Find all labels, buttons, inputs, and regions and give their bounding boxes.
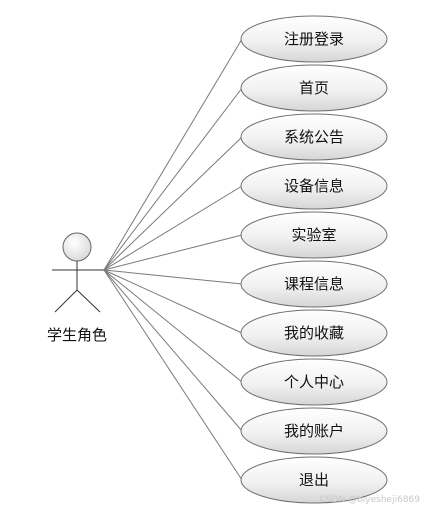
actor-left-leg xyxy=(54,289,78,313)
use-case: 我的收藏 xyxy=(240,309,388,357)
use-case-ellipse xyxy=(240,113,388,161)
association-line xyxy=(103,185,243,271)
association-line xyxy=(103,269,243,285)
association-line xyxy=(103,269,243,334)
use-case-label: 个人中心 xyxy=(284,373,344,391)
use-case-ellipse xyxy=(240,407,388,455)
use-case: 我的账户 xyxy=(240,407,388,455)
use-case-label: 实验室 xyxy=(291,226,336,244)
use-case-label: 首页 xyxy=(299,79,329,97)
association-line xyxy=(103,87,243,271)
association-line xyxy=(103,269,243,481)
use-case: 个人中心 xyxy=(240,358,388,406)
use-case: 系统公告 xyxy=(240,113,388,161)
use-case-ellipse xyxy=(240,211,388,259)
use-case: 设备信息 xyxy=(240,162,388,210)
actor-right-leg xyxy=(76,289,101,313)
use-case-label: 课程信息 xyxy=(284,275,344,293)
use-case: 退出 xyxy=(240,456,388,504)
use-case-label: 系统公告 xyxy=(284,128,344,146)
use-case-ellipse xyxy=(240,309,388,357)
use-case-label: 我的收藏 xyxy=(284,324,344,342)
association-line xyxy=(103,136,243,271)
use-case: 注册登录 xyxy=(240,15,388,63)
use-case-ellipse xyxy=(240,15,388,63)
use-case: 实验室 xyxy=(240,211,388,259)
use-case: 课程信息 xyxy=(240,260,388,308)
actor-head xyxy=(62,232,92,262)
actor-student: 学生角色 xyxy=(47,232,107,344)
use-case-label: 退出 xyxy=(299,471,329,489)
use-case-ellipse xyxy=(240,358,388,406)
association-line xyxy=(103,269,243,383)
use-case-label: 注册登录 xyxy=(284,30,344,48)
use-case: 首页 xyxy=(240,64,388,112)
use-case-label: 设备信息 xyxy=(284,177,344,195)
use-case-ellipse xyxy=(240,162,388,210)
use-case-ellipse xyxy=(240,64,388,112)
use-case-ellipse xyxy=(240,260,388,308)
association-lines xyxy=(103,38,243,481)
association-line xyxy=(103,234,243,271)
use-case-label: 我的账户 xyxy=(284,422,344,440)
association-line xyxy=(103,269,243,432)
association-line xyxy=(103,38,243,271)
watermark: CSDN @biyesheji6869 xyxy=(320,495,421,505)
use-case-ellipse xyxy=(240,456,388,504)
actor-label: 学生角色 xyxy=(47,326,107,344)
